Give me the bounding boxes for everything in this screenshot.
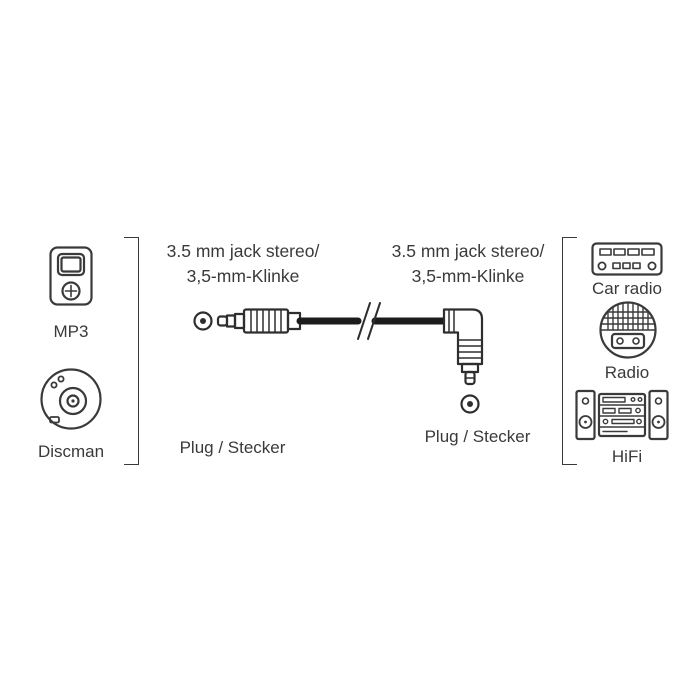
right-bracket	[562, 237, 577, 465]
right-plug-title-line1: 3.5 mm jack stereo/	[391, 241, 545, 261]
hifi-icon	[575, 388, 669, 442]
radio-icon	[596, 300, 660, 360]
device-label-radio: Radio	[604, 363, 650, 382]
left-plug-title-line2: 3,5-mm-Klinke	[186, 266, 300, 286]
device-label-car-radio: Car radio	[592, 279, 662, 298]
right-plug-caption: Plug / Stecker	[424, 427, 531, 446]
right-plug-title: 3.5 mm jack stereo/ 3,5-mm-Klinke	[368, 239, 568, 289]
left-bracket	[124, 237, 139, 465]
left-plug-front-icon	[193, 311, 213, 331]
right-plug-title-line2: 3,5-mm-Klinke	[411, 266, 525, 286]
car-radio-icon	[591, 242, 663, 276]
audio-cable-illustration	[186, 294, 506, 419]
right-plug-icon	[442, 308, 484, 386]
left-plug-title-line1: 3.5 mm jack stereo/	[166, 241, 320, 261]
left-plug-title: 3.5 mm jack stereo/ 3,5-mm-Klinke	[143, 239, 343, 289]
right-plug-front-icon	[460, 394, 480, 414]
device-label-discman: Discman	[37, 442, 105, 461]
discman-icon	[40, 366, 102, 432]
cable-line	[296, 302, 450, 340]
left-plug-icon	[216, 308, 302, 334]
device-label-mp3: MP3	[53, 322, 89, 341]
mp3-player-icon	[49, 246, 93, 306]
left-plug-caption: Plug / Stecker	[179, 438, 286, 457]
device-label-hifi: HiFi	[611, 447, 643, 466]
